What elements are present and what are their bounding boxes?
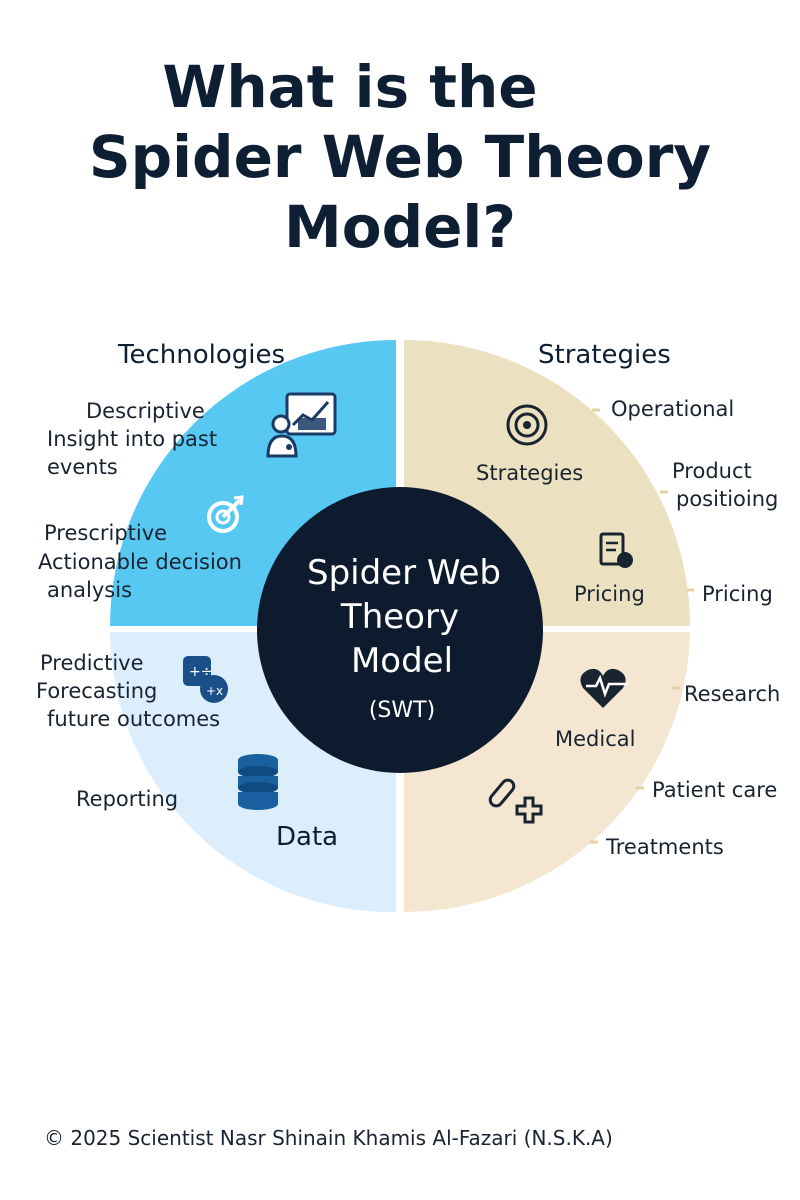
strategy-outer-operational: Operational bbox=[611, 397, 734, 421]
svg-text:+x: +x bbox=[206, 684, 223, 698]
strategies-header: Strategies bbox=[538, 340, 671, 370]
item-line: Predictive bbox=[40, 651, 144, 675]
title-line-3: Model? bbox=[284, 193, 516, 261]
item-line: analysis bbox=[47, 578, 132, 602]
technologies-header: Technologies bbox=[117, 340, 285, 370]
strategies-inner-label: Strategies bbox=[476, 461, 583, 485]
item-line: Insight into past bbox=[47, 427, 217, 451]
page-title: What is the Spider Web Theory Model? bbox=[0, 52, 800, 262]
tech-item-prescriptive: Prescriptive Actionable decision analysi… bbox=[38, 521, 242, 602]
medical-outer-patient-care: Patient care bbox=[652, 778, 777, 802]
data-item-predictive: Predictive Forecasting future outcomes bbox=[36, 651, 220, 731]
database-icon bbox=[238, 754, 278, 810]
pricing-inner-label: Pricing bbox=[574, 582, 645, 606]
item-line: Descriptive bbox=[86, 399, 205, 423]
item-line: Actionable decision bbox=[38, 550, 242, 574]
title-line-1: What is the bbox=[162, 53, 538, 121]
medical-inner-label: Medical bbox=[555, 727, 635, 751]
presentation-icon bbox=[266, 392, 337, 458]
item-line: Prescriptive bbox=[44, 521, 167, 545]
item-line: Forecasting bbox=[36, 679, 157, 703]
strategy-outer-pricing: Pricing bbox=[702, 582, 773, 606]
heart-pulse-icon bbox=[580, 668, 628, 708]
data-item-reporting: Reporting bbox=[76, 787, 178, 811]
center-hub: Spider Web Theory Model (SWT) bbox=[257, 487, 543, 773]
tech-item-descriptive: Descriptive Insight into past events bbox=[47, 399, 217, 479]
strategy-outer-positioing: positioing bbox=[676, 487, 778, 511]
strategy-outer-product: Product bbox=[672, 459, 752, 483]
test-tube-plus-icon bbox=[488, 778, 543, 824]
medical-outer-treatments: Treatments bbox=[605, 835, 724, 859]
data-header: Data bbox=[276, 822, 338, 852]
center-circle bbox=[257, 487, 543, 773]
copyright-footer: © 2025 Scientist Nasr Shinain Khamis Al-… bbox=[44, 1126, 613, 1150]
target-icon bbox=[207, 495, 244, 533]
center-line-1: Spider Web bbox=[307, 553, 501, 593]
medical-outer-research: Research bbox=[684, 682, 780, 706]
svg-text:+÷: +÷ bbox=[189, 664, 212, 680]
item-line: future outcomes bbox=[47, 707, 220, 731]
center-abbr: (SWT) bbox=[369, 698, 435, 723]
rim-ticks bbox=[590, 408, 694, 844]
center-line-2: Theory bbox=[340, 597, 459, 637]
math-symbols-icon: +÷ +x bbox=[183, 656, 228, 703]
title-line-2: Spider Web Theory bbox=[88, 123, 712, 191]
center-line-3: Model bbox=[351, 641, 453, 681]
item-line: events bbox=[47, 455, 118, 479]
gear-icon bbox=[506, 404, 548, 446]
pricing-document-icon bbox=[599, 532, 633, 568]
